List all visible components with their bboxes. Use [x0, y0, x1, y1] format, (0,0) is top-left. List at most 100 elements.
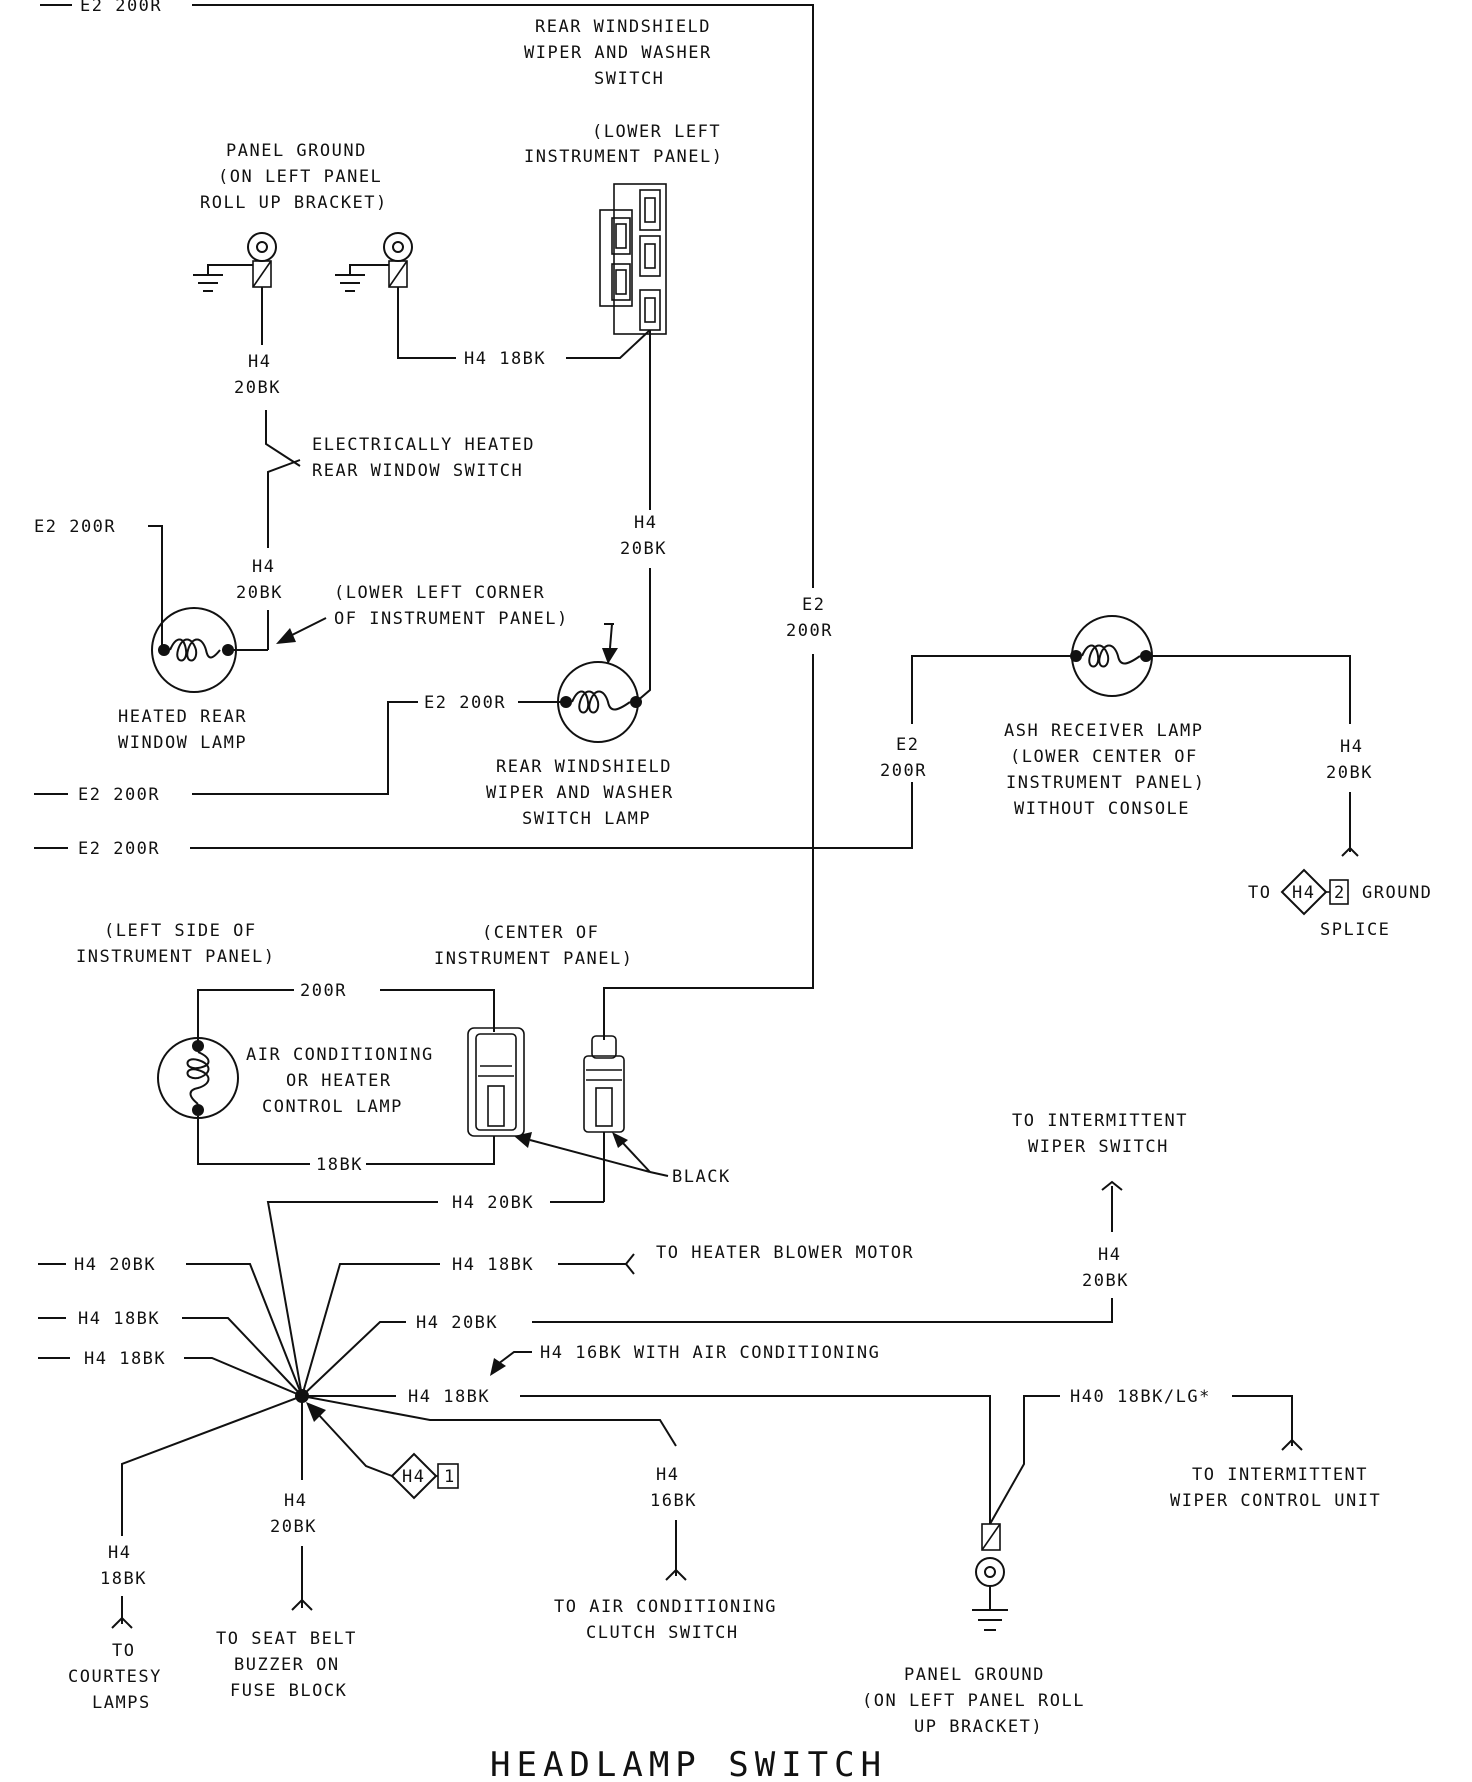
ac-heater-lamp-1: AIR CONDITIONING — [246, 1045, 434, 1065]
splice-num-label: 1 — [444, 1467, 456, 1487]
wire-center-to-node — [266, 1201, 438, 1397]
black-callout: BLACK — [514, 1132, 729, 1187]
h4-18bk-switch-label: H4 18BK — [464, 349, 546, 369]
ash-receiver-lamp-4: WITHOUT CONSOLE — [1014, 799, 1190, 819]
h4-courtesy-1: H4 — [108, 1543, 131, 1563]
to-courtesy-3: LAMPS — [92, 1693, 151, 1713]
heated-rear-window-lamp-1: HEATED REAR — [118, 707, 247, 727]
h4-intermittent-2: 20BK — [1082, 1271, 1129, 1291]
h4-heated-1: H4 — [252, 557, 275, 577]
heated-window-switch-1: ELECTRICALLY HEATED — [312, 435, 535, 455]
ground-splice-splice: SPLICE — [1320, 920, 1390, 940]
ground-splice-to: TO — [1248, 883, 1271, 903]
e2-vertical-2: 200R — [786, 621, 833, 641]
to-seat-belt-3: FUSE BLOCK — [230, 1681, 347, 1701]
ash-receiver-lamp-1: ASH RECEIVER LAMP — [1004, 721, 1204, 741]
h4-switchlamp-1: H4 — [634, 513, 657, 533]
to-courtesy-1: TO — [112, 1641, 135, 1661]
left-wire-3: H4 18BK — [38, 1349, 303, 1397]
h4-18bk-main: H4 18BK H40 18BK/LG* TO INTERMITTENT WIP… — [302, 1387, 1380, 1525]
connector-left — [467, 1027, 525, 1137]
rear-wiper-switch-line-3: SWITCH — [594, 69, 664, 89]
left-side-panel-1: (LEFT SIDE OF — [104, 921, 257, 941]
ac-heater-lamp-2: OR HEATER — [286, 1071, 392, 1091]
rear-wiper-switch-title: REAR WINDSHIELD WIPER AND WASHER SWITCH … — [524, 17, 724, 167]
panel-ground-top-line-3: ROLL UP BRACKET) — [200, 193, 388, 213]
rear-wiper-switch-loc-1: (LOWER LEFT — [592, 122, 721, 142]
ash-receiver-lamp: E2 200R ASH RECEIVER LAMP (LOWER CENTER … — [880, 615, 1371, 857]
panel-ground-top-label: PANEL GROUND (ON LEFT PANEL ROLL UP BRAC… — [200, 141, 388, 213]
h4-16bk-ac-callout: H4 16BK WITH AIR CONDITIONING — [490, 1343, 880, 1376]
heated-window-switch-2: REAR WINDOW SWITCH — [312, 461, 523, 481]
e2-trunk-lower — [603, 654, 814, 1040]
courtesy-wire: H4 18BK TO COURTESY LAMPS — [68, 1395, 303, 1713]
panel-ground-bottom-3: UP BRACKET) — [914, 1717, 1043, 1737]
splice-h4-label: H4 — [402, 1467, 425, 1487]
e2-top-left-label: E2 200R — [80, 0, 162, 16]
h4-18bk-main-label: H4 18BK — [408, 1387, 490, 1407]
ac-heater-control-lamp: 200R 18BK AIR CONDITIONING OR HEATER CON… — [157, 981, 495, 1175]
to-blower-label: TO HEATER BLOWER MOTOR — [656, 1243, 914, 1263]
blower-wire: H4 18BK TO HEATER BLOWER MOTOR — [301, 1243, 914, 1397]
e2-row-1-label: E2 200R — [78, 785, 160, 805]
e2-row-2: E2 200R — [34, 782, 913, 859]
wire-18bk-label: 18BK — [316, 1155, 363, 1175]
h4-18bk-blower-label: H4 18BK — [452, 1255, 534, 1275]
ground-splice-num: 2 — [1334, 883, 1346, 903]
e2-switch-lamp-label: E2 200R — [424, 693, 506, 713]
to-courtesy-2: COURTESY — [68, 1667, 162, 1687]
wire-switch-ground — [566, 329, 651, 359]
e2-left-mid-label: E2 200R — [34, 517, 116, 537]
rear-wiper-switch-line-1: REAR WINDSHIELD — [535, 17, 711, 37]
ground-connector-2 — [335, 232, 456, 359]
ac-heater-lamp-3: CONTROL LAMP — [262, 1097, 403, 1117]
e2-top-wire: E2 200R — [40, 0, 814, 588]
ground-splice-code: H4 — [1292, 883, 1315, 903]
ground-splice: TO H4 2 GROUND SPLICE — [1248, 868, 1432, 940]
switch-lamp-feed-lower — [635, 568, 651, 703]
e2-row-2-label: E2 200R — [78, 839, 160, 859]
ac-clutch-wire: H4 16BK TO AIR CONDITIONING CLUTCH SWITC… — [301, 1395, 777, 1643]
center-panel-1: (CENTER OF — [482, 923, 599, 943]
rear-wiper-switch-loc-2: INSTRUMENT PANEL) — [524, 147, 724, 167]
h40-label: H40 18BK/LG* — [1070, 1387, 1211, 1407]
h4-courtesy-2: 18BK — [100, 1569, 147, 1589]
to-intermittent-switch: TO INTERMITTENT WIPER SWITCH H4 20BK — [532, 1111, 1188, 1323]
h4-20bk-row-label: H4 20BK — [416, 1313, 498, 1333]
panel-ground-bottom-1: PANEL GROUND — [904, 1665, 1045, 1685]
left-h4-18bk-2-label: H4 18BK — [84, 1349, 166, 1369]
rear-wiper-switch-connector — [599, 183, 667, 335]
to-seat-belt-1: TO SEAT BELT — [216, 1629, 357, 1649]
left-h4-20bk-label: H4 20BK — [74, 1255, 156, 1275]
to-ac-clutch-1: TO AIR CONDITIONING — [554, 1597, 777, 1617]
left-side-panel-2: INSTRUMENT PANEL) — [76, 947, 276, 967]
panel-ground-top-line-1: PANEL GROUND — [226, 141, 367, 161]
ground-splice-ground: GROUND — [1362, 883, 1432, 903]
to-intermittent-switch-2: WIPER SWITCH — [1028, 1137, 1169, 1157]
diagram-title: HEADLAMP SWITCH — [490, 1745, 887, 1782]
rear-wiper-switch-lamp: E2 200R REAR WINDSHIELD WIPER AND WASHER… — [192, 623, 674, 829]
h4-ash-1: H4 — [1340, 737, 1363, 757]
seat-belt-wire: H4 20BK TO SEAT BELT BUZZER ON FUSE BLOC… — [216, 1396, 357, 1701]
lower-left-corner-2: OF INSTRUMENT PANEL) — [334, 609, 569, 629]
ground-connector-1 — [193, 232, 277, 345]
to-ac-clutch-2: CLUTCH SWITCH — [586, 1623, 739, 1643]
h4-16bk-ac-label: H4 16BK WITH AIR CONDITIONING — [540, 1343, 880, 1363]
heated-switch-wire-lower — [267, 459, 301, 548]
heated-rear-window-lamp-2: WINDOW LAMP — [118, 733, 247, 753]
panel-ground-top-line-2: (ON LEFT PANEL — [218, 167, 382, 187]
splice-h4-1: H4 1 — [306, 1402, 459, 1500]
panel-ground-bottom-2: (ON LEFT PANEL ROLL — [862, 1691, 1085, 1711]
ash-receiver-lamp-3: INSTRUMENT PANEL) — [1006, 773, 1206, 793]
left-h4-18bk-1-label: H4 18BK — [78, 1309, 160, 1329]
lower-left-corner-1: (LOWER LEFT CORNER — [334, 583, 545, 603]
h4-heated-2: 20BK — [236, 583, 283, 603]
rear-wiper-switch-lamp-2: WIPER AND WASHER — [486, 783, 674, 803]
left-wire-1: H4 20BK — [38, 1255, 303, 1397]
to-intermittent-switch-1: TO INTERMITTENT — [1012, 1111, 1188, 1131]
h4-20bk-row: H4 20BK — [301, 1313, 498, 1397]
h4-seatbelt-1: H4 — [284, 1491, 307, 1511]
rear-wiper-switch-lamp-3: SWITCH LAMP — [522, 809, 651, 829]
h4-ground-label-2: 20BK — [234, 378, 281, 398]
